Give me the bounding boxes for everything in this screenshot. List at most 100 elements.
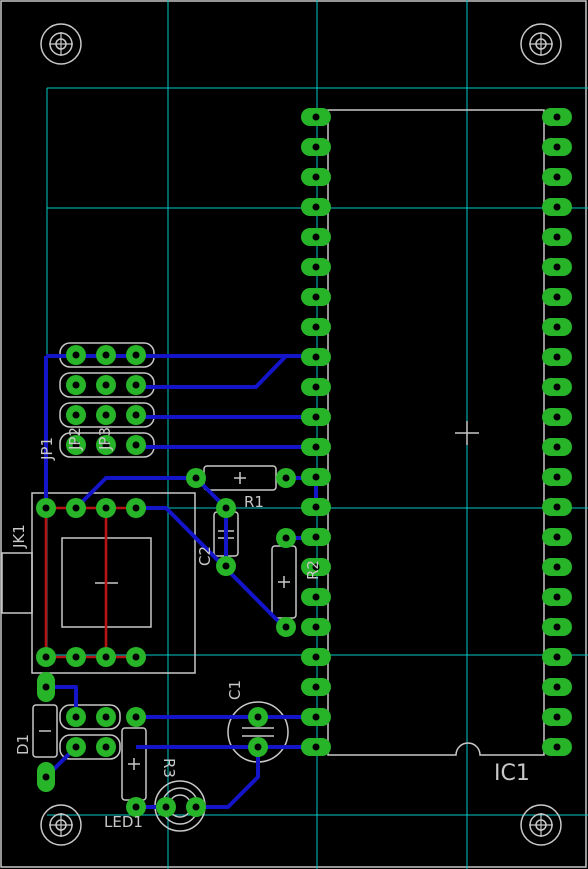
- label-d1: D1: [14, 734, 32, 755]
- ic1-pin-left-drill: [312, 263, 320, 271]
- ic1-pin-right-drill: [553, 743, 561, 751]
- label-led1: LED1: [104, 813, 143, 831]
- jp-header-pin-drill: [72, 381, 80, 389]
- jp-header-pin-drill: [132, 441, 140, 449]
- ic1-pin-left-drill: [312, 503, 320, 511]
- ic1-pin-right-drill: [553, 263, 561, 271]
- ic1-pin-left-drill: [312, 413, 320, 421]
- ic1-pin-right-drill: [553, 323, 561, 331]
- jk1-pin-drill: [132, 504, 140, 512]
- ic1-pin-right-drill: [553, 293, 561, 301]
- r1-pin-drill: [192, 474, 200, 482]
- jp-header-pin-drill: [72, 441, 80, 449]
- ic1-pin-left-drill: [312, 143, 320, 151]
- ic1-pin-right-drill: [553, 143, 561, 151]
- jp-header-pin-drill: [132, 351, 140, 359]
- jp-header-pin-drill: [102, 351, 110, 359]
- label-c2: C2: [196, 546, 214, 566]
- ic1-pin-right-drill: [553, 473, 561, 481]
- c2-pin-drill: [222, 562, 230, 570]
- label-jp2: JP2: [66, 427, 84, 451]
- header-pin-drill: [102, 743, 110, 751]
- component-labels: IC1 R1 R2 R3 C1 C2 D1 JK1 JP1 JP2 JP3 LE…: [10, 427, 530, 831]
- r3-pin-drill: [132, 803, 140, 811]
- ic1-pin-left-drill: [312, 623, 320, 631]
- header-pin-drill: [72, 743, 80, 751]
- ic1-pin-left-drill: [312, 113, 320, 121]
- label-c1: C1: [226, 680, 244, 700]
- led1-pin-drill: [162, 803, 170, 811]
- jk1-pin-drill: [102, 653, 110, 661]
- ic1-pin-left-drill: [312, 713, 320, 721]
- label-ic1: IC1: [494, 761, 530, 786]
- label-r3: R3: [160, 758, 178, 778]
- ic1-pin-right-drill: [553, 533, 561, 541]
- header-pin-drill: [102, 713, 110, 721]
- ic1-pin-right-drill: [553, 413, 561, 421]
- d1-pin-drill: [42, 683, 50, 691]
- c1-pin-drill: [254, 743, 262, 751]
- label-jp3: JP3: [96, 427, 114, 451]
- pads-layer: [36, 108, 572, 817]
- jk1-pin-drill: [42, 504, 50, 512]
- r2-pin-drill: [282, 534, 290, 542]
- ic1-pin-right-drill: [553, 173, 561, 181]
- jp-header-pin-drill: [72, 411, 80, 419]
- r2-pin-drill: [282, 623, 290, 631]
- ic1-pin-left-drill: [312, 743, 320, 751]
- jk1-pin-drill: [132, 653, 140, 661]
- label-jp1: JP1: [38, 437, 56, 461]
- mounting-holes: [40, 23, 562, 846]
- ic1-pin-left-drill: [312, 593, 320, 601]
- r3-pin-drill: [132, 713, 140, 721]
- bottom-layer-traces: [44, 354, 318, 809]
- c1-pin-drill: [254, 713, 262, 721]
- top-layer-traces: [44, 506, 136, 659]
- ic1-pin-left-drill: [312, 653, 320, 661]
- ic1-pin-right-drill: [553, 713, 561, 721]
- jp-header-pin-drill: [102, 411, 110, 419]
- jp-header-pin-drill: [72, 351, 80, 359]
- jk1-pin-drill: [72, 653, 80, 661]
- ic1-pin-left-drill: [312, 293, 320, 301]
- label-jk1: JK1: [10, 524, 28, 549]
- jp-header-pin-drill: [102, 381, 110, 389]
- ic1-pin-right-drill: [553, 563, 561, 571]
- ic1-pin-right-drill: [553, 203, 561, 211]
- ic1-pin-left-drill: [312, 383, 320, 391]
- r1-pin-drill: [282, 474, 290, 482]
- header-pin-drill: [72, 713, 80, 721]
- label-r1: R1: [244, 493, 264, 511]
- jk1-pin-drill: [72, 504, 80, 512]
- ic1-pin-right-drill: [553, 503, 561, 511]
- ic1-pin-right-drill: [553, 593, 561, 601]
- ic1-pin-right-drill: [553, 443, 561, 451]
- mounting-hole-icon: [40, 804, 82, 846]
- jp-header-pin-drill: [132, 411, 140, 419]
- label-r2: R2: [304, 560, 322, 580]
- jp-header-pin-drill: [132, 381, 140, 389]
- ic1-pin-left-drill: [312, 323, 320, 331]
- ic1-pin-right-drill: [553, 683, 561, 691]
- mounting-hole-icon: [520, 23, 562, 65]
- ic1-pin-right-drill: [553, 113, 561, 121]
- mounting-hole-icon: [520, 804, 562, 846]
- d1-pin-drill: [42, 773, 50, 781]
- ic1-pin-right-drill: [553, 623, 561, 631]
- ic1-pin-right-drill: [553, 233, 561, 241]
- ic1-pin-left-drill: [312, 473, 320, 481]
- ic1-pin-left-drill: [312, 563, 320, 571]
- mounting-hole-icon: [40, 23, 82, 65]
- jk1-pin-drill: [102, 504, 110, 512]
- led1-pin-drill: [192, 803, 200, 811]
- jp-header-pin-drill: [102, 441, 110, 449]
- ic1-pin-left-drill: [312, 173, 320, 181]
- ic1-pin-right-drill: [553, 383, 561, 391]
- ic1-pin-left-drill: [312, 233, 320, 241]
- c2-pin-drill: [222, 504, 230, 512]
- ic1-pin-left-drill: [312, 533, 320, 541]
- ic1-pin-right-drill: [553, 353, 561, 361]
- ic1-pin-left-drill: [312, 683, 320, 691]
